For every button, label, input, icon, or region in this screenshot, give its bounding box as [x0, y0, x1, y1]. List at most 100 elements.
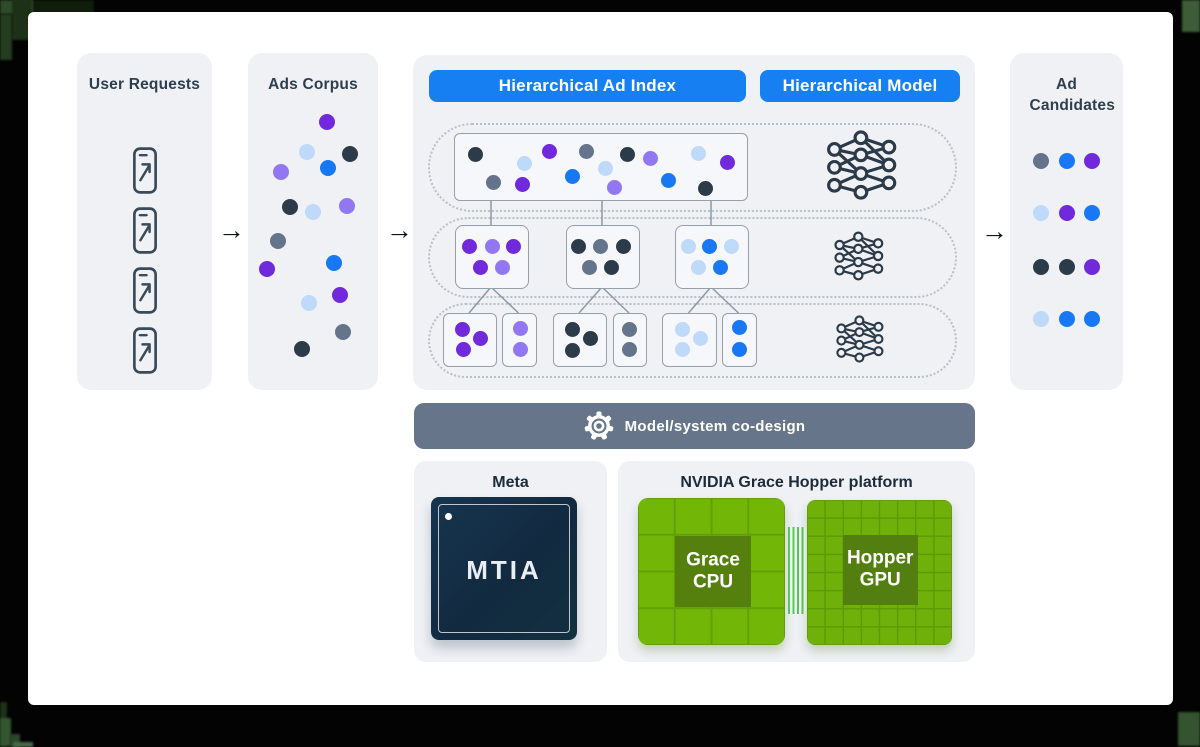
embedding-dot	[1033, 205, 1049, 221]
embedding-dot	[674, 341, 690, 357]
embedding-dot	[541, 143, 557, 159]
embedding-dot	[1059, 259, 1075, 275]
embedding-dot	[1084, 205, 1100, 221]
codesign-label: Model/system co-design	[624, 417, 806, 435]
mtia-chip: MTIA	[431, 497, 577, 640]
embedding-dot	[320, 160, 336, 176]
frame-corner-patch	[0, 718, 11, 746]
index-level-1-box	[454, 133, 748, 201]
embedding-dot	[582, 330, 598, 346]
mtia-chip-pin1-dot	[445, 513, 452, 520]
embedding-dot	[1084, 153, 1100, 169]
embedding-dot	[259, 261, 275, 277]
ad-candidates-panel: Ad Candidates	[1010, 53, 1123, 390]
embedding-dot	[301, 295, 317, 311]
grace-cpu-label: Grace CPU	[675, 549, 751, 594]
embedding-dot	[578, 143, 594, 159]
embedding-dot	[1059, 311, 1075, 327]
embedding-dot	[692, 330, 708, 346]
mobile-request-icon	[132, 207, 157, 254]
embedding-dot	[731, 319, 747, 335]
embedding-dot	[712, 259, 728, 275]
nvidia-panel: NVIDIA Grace Hopper platform Grace CPU H…	[618, 461, 975, 662]
embedding-dot	[621, 321, 637, 337]
embedding-dot	[615, 238, 631, 254]
embedding-dot	[1033, 311, 1049, 327]
hierarchical-ad-index-label: Hierarchical Ad Index	[429, 70, 746, 102]
embedding-dot	[690, 259, 706, 275]
meta-panel: Meta MTIA	[414, 461, 607, 662]
hopper-gpu-chip: Hopper GPU	[806, 500, 952, 645]
embedding-dot	[484, 238, 500, 254]
embedding-dot	[342, 146, 358, 162]
embedding-dot	[642, 150, 658, 166]
nvidia-title: NVIDIA Grace Hopper platform	[680, 474, 913, 491]
embedding-dot	[461, 238, 477, 254]
embedding-dot	[592, 238, 608, 254]
embedding-dot	[516, 155, 532, 171]
index-level-3-box	[662, 313, 717, 367]
embedding-dot	[680, 238, 696, 254]
embedding-dot	[454, 321, 470, 337]
embedding-dot	[690, 145, 706, 161]
index-level-3-box	[613, 313, 647, 367]
embedding-dot	[472, 330, 488, 346]
embedding-dot	[514, 176, 530, 192]
embedding-dot	[494, 259, 510, 275]
mtia-chip-label: MTIA	[466, 555, 542, 585]
meta-title: Meta	[492, 474, 529, 491]
ad-candidates-title: Ad Candidates	[1029, 76, 1116, 114]
embedding-dot	[505, 238, 521, 254]
gear-icon	[584, 411, 613, 440]
embedding-dot	[1084, 311, 1100, 327]
embedding-dot	[674, 321, 690, 337]
embedding-dot	[723, 238, 739, 254]
flow-arrow-right-icon: →	[218, 215, 245, 245]
embedding-dot	[570, 238, 586, 254]
embedding-dot	[512, 320, 528, 336]
embedding-dot	[339, 198, 355, 214]
embedding-dot	[564, 168, 580, 184]
embedding-dot	[467, 146, 483, 162]
embedding-dot	[455, 341, 471, 357]
index-level-1-pill	[428, 123, 957, 212]
index-level-2-pill	[428, 217, 957, 298]
embedding-dot	[299, 144, 315, 160]
index-tree-connectors	[468, 199, 740, 314]
user-requests-panel: User Requests	[77, 53, 212, 390]
codesign-bar: Model/system co-design	[414, 403, 975, 449]
embedding-dot	[619, 146, 635, 162]
ad-candidates-dots	[1010, 53, 1123, 390]
embedding-dot	[335, 324, 351, 340]
embedding-dot	[606, 179, 622, 195]
embedding-dot	[1033, 153, 1049, 169]
grace-label-line1: Grace	[686, 549, 740, 571]
embedding-dot	[564, 321, 580, 337]
embedding-dot	[564, 342, 580, 358]
embedding-dot	[701, 238, 717, 254]
hierarchical-model-label: Hierarchical Model	[760, 70, 960, 102]
embedding-dot	[581, 259, 597, 275]
index-level-2-box	[675, 225, 749, 289]
phone-icon-list	[77, 147, 212, 374]
flow-arrow-right-icon: →	[386, 215, 413, 245]
index-level-3-box	[722, 313, 757, 367]
embedding-dot	[273, 164, 289, 180]
embedding-dot	[597, 160, 613, 176]
hierarchical-retrieval-panel: Hierarchical Ad Index Hierarchical Model	[413, 55, 975, 390]
frame-corner-patch	[1178, 712, 1200, 746]
hopper-gpu-core: Hopper GPU	[842, 535, 918, 605]
neural-network-icon	[834, 231, 884, 281]
frame-corner-patch	[0, 14, 12, 60]
mobile-request-icon	[132, 147, 157, 194]
hopper-label-line1: Hopper	[846, 547, 914, 569]
embedding-dot	[603, 259, 619, 275]
ads-corpus-panel: Ads Corpus	[248, 53, 378, 390]
embedding-dot	[1059, 205, 1075, 221]
embedding-dot	[660, 172, 676, 188]
embedding-dot	[472, 259, 488, 275]
embedding-dot	[1033, 259, 1049, 275]
ads-corpus-title: Ads Corpus	[268, 76, 358, 93]
embedding-dot	[282, 199, 298, 215]
embedding-dot	[731, 341, 747, 357]
